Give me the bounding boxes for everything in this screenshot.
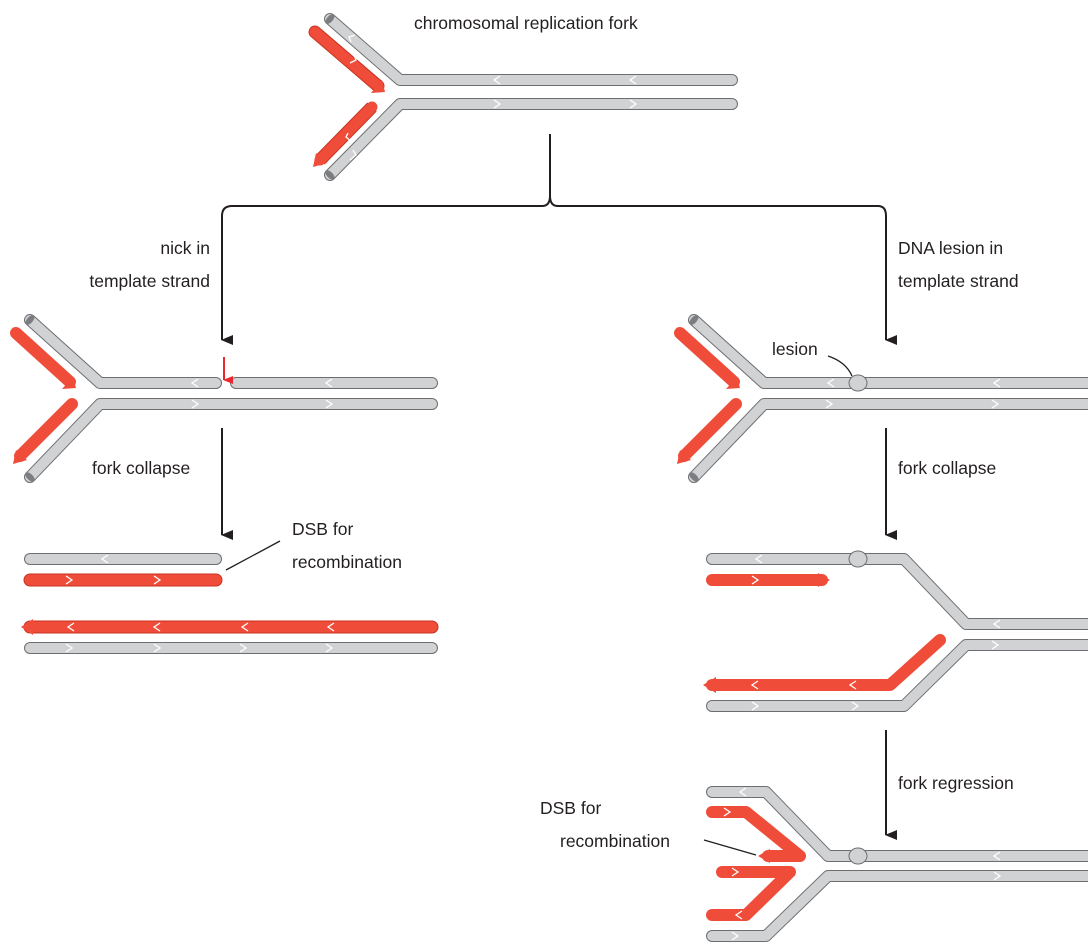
regressed-fork [703,786,1088,942]
left-dsb-line1: DSB for [292,519,354,539]
lesion-label: lesion [772,339,818,359]
right-step1-label: fork collapse [898,458,997,478]
left-dsb-line2: recombination [292,552,402,572]
right-step2-label: fork regression [898,773,1014,793]
right-dsb-line2: recombination [560,831,670,851]
collapsed-fork-left [21,540,439,654]
lesion-bulge [848,374,868,392]
top-replication-fork [308,13,738,181]
new-strand-leading [308,25,385,93]
lesion-fork [674,314,1088,483]
branch-bracket [221,134,887,338]
left-step-label: fork collapse [92,458,191,478]
lesion-pointer [827,355,853,377]
template-strand-upper [324,13,738,86]
nicked-fork [10,314,438,483]
right-cause-line2: template strand [898,271,1019,291]
right-cause-line1: DNA lesion in [898,238,1004,258]
template-strand-lower [324,98,738,181]
diagram-title: chromosomal replication fork [414,13,638,33]
new-strand-lagging [313,101,378,167]
dsb-pointer-left [225,540,281,571]
collapsed-fork-right [703,550,1088,712]
left-cause-line1: nick in [160,238,210,258]
left-cause-line2: template strand [89,271,210,291]
right-dsb-line1: DSB for [540,798,602,818]
dsb-pointer-right [703,839,757,856]
